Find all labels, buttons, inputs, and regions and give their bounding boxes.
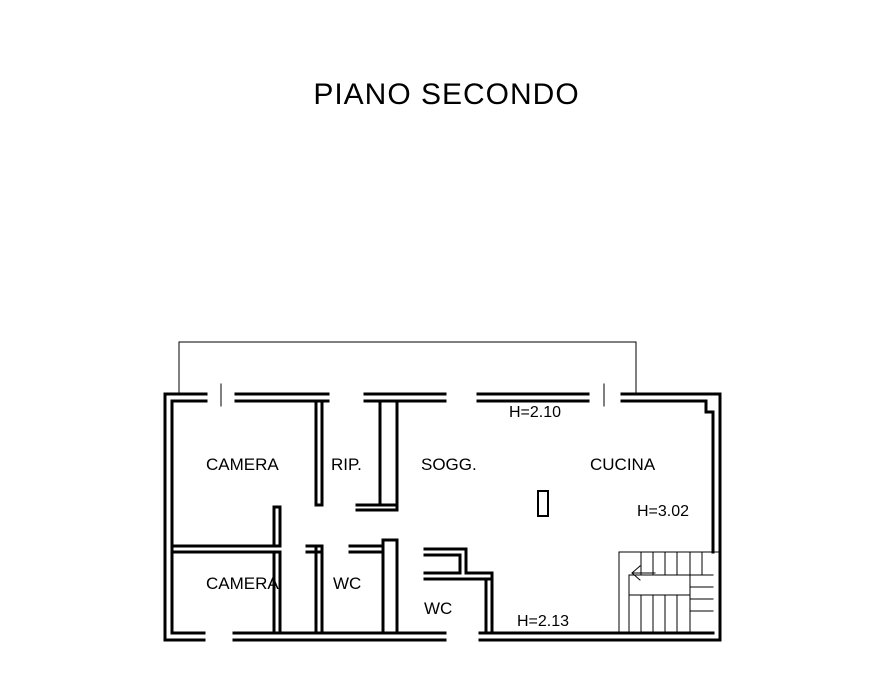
room-label-wc-left: WC xyxy=(333,574,362,593)
room-label-wc-right: WC xyxy=(424,599,453,618)
balcony-outline xyxy=(178,341,637,393)
height-label-right: H=3.02 xyxy=(637,503,690,520)
staircase xyxy=(618,551,721,634)
room-label-sogg: SOGG. xyxy=(421,455,477,474)
window-markers xyxy=(220,383,605,407)
page-title: PIANO SECONDO xyxy=(313,78,580,111)
chimney xyxy=(537,490,549,517)
height-label-bottom: H=2.13 xyxy=(517,613,570,630)
room-label-camera-top: CAMERA xyxy=(206,455,279,474)
room-label-cucina: CUCINA xyxy=(590,455,656,474)
height-label-top: H=2.10 xyxy=(509,404,562,421)
room-label-rip: RIP. xyxy=(331,455,362,474)
interior-walls xyxy=(170,399,494,635)
room-label-camera-bottom: CAMERA xyxy=(206,574,279,593)
